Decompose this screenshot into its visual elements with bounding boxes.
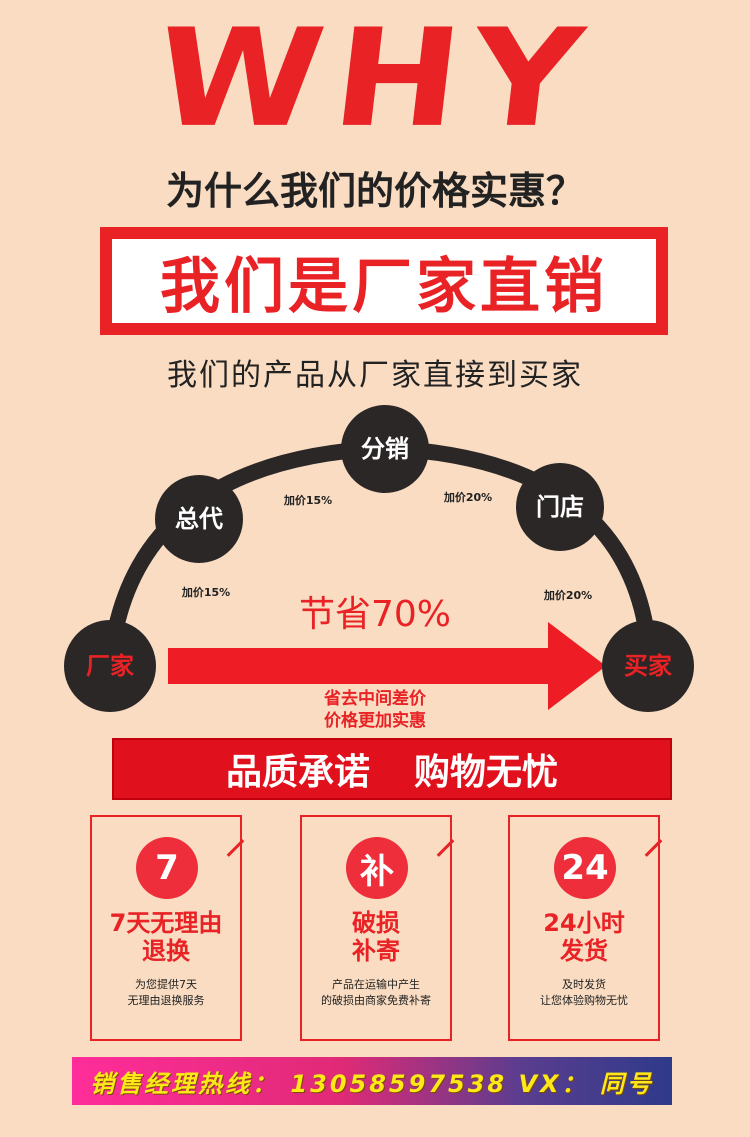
card-title-line1: 破损 [352,909,400,937]
sales-hotline-banner: 销售经理热线： 13058597538 VX： 同号 [72,1057,672,1105]
card-7day-return: 7 7天无理由 退换 为您提供7天 无理由退换服务 [90,815,245,1041]
card-desc-line2: 的破损由商家免费补寄 [321,994,431,1007]
node-general-agent-label: 总代 [175,504,223,533]
card-desc: 及时发货 让您体验购物无忧 [510,977,658,1009]
card-desc-line2: 让您体验购物无忧 [540,994,628,1007]
card-desc-line1: 产品在运输中产生 [332,978,420,991]
card-24h-shipping: 24 24小时 发货 及时发货 让您体验购物无忧 [508,815,663,1041]
markup-label: 加价20% [543,588,592,602]
decor-slash [226,839,245,857]
card-desc: 产品在运输中产生 的破损由商家免费补寄 [302,977,450,1009]
quality-banner: 品质承诺 购物无忧 [112,738,672,800]
worry-free: 购物无忧 [414,751,559,793]
card-title: 7天无理由 退换 [92,909,240,965]
node-store-label: 门店 [536,492,584,521]
factory-direct-banner-inner: 我们是厂家直销 [112,239,656,323]
markup-label: 加价15% [181,585,230,599]
card-resend-icon: 补 [346,837,408,899]
decor-slash [644,839,663,857]
savings-text: 节省70% [298,594,452,635]
savings-arrow [168,622,606,710]
note-line-1: 省去中间差价 [324,689,426,709]
card-damage-resend: 补 破损 补寄 产品在运输中产生 的破损由商家免费补寄 [300,815,455,1041]
factory-direct-text: 我们是厂家直销 [160,251,608,322]
subtitle: 为什么我们的价格实惠？ [165,169,584,213]
node-distribution-label: 分销 [361,434,409,463]
card-desc-line1: 及时发货 [562,978,606,991]
node-buyer-label: 买家 [624,651,672,680]
card-title-line1: 24小时 [543,909,625,937]
card-title: 破损 补寄 [302,909,450,965]
factory-direct-banner: 我们是厂家直销 [100,227,668,335]
markup-label: 加价20% [443,490,492,504]
node-distribution: 分销 [341,405,429,493]
card-7day-icon: 7 [136,837,198,899]
card-24h-icon: 24 [554,837,616,899]
card-title-line2: 补寄 [352,937,400,965]
card-desc-line2: 无理由退换服务 [127,994,205,1007]
node-factory-label: 厂家 [86,651,134,680]
node-factory: 厂家 [64,620,156,712]
card-title-line1: 7天无理由 [109,909,223,937]
node-general-agent: 总代 [155,475,243,563]
card-desc: 为您提供7天 无理由退换服务 [92,977,240,1009]
why-title: WHY [0,0,750,158]
node-store: 门店 [516,463,604,551]
quality-promise: 品质承诺 [225,751,370,793]
markup-label: 加价15% [283,493,332,507]
card-desc-line1: 为您提供7天 [135,978,197,991]
card-title-line2: 发货 [560,937,608,965]
node-buyer: 买家 [602,620,694,712]
supply-chain-diagram: 厂家 总代 分销 门店 买家 加价15% 加价15% 加价20% 加价20% [64,405,694,712]
description: 我们的产品从厂家直接到买家 [167,358,583,393]
sales-hotline-text: 销售经理热线： 13058597538 VX： 同号 [90,1069,654,1098]
card-title: 24小时 发货 [510,909,658,965]
note-line-2: 价格更加实惠 [324,711,426,731]
why-text: WHY [148,0,602,158]
card-title-line2: 退换 [142,937,190,965]
decor-slash [436,839,455,857]
